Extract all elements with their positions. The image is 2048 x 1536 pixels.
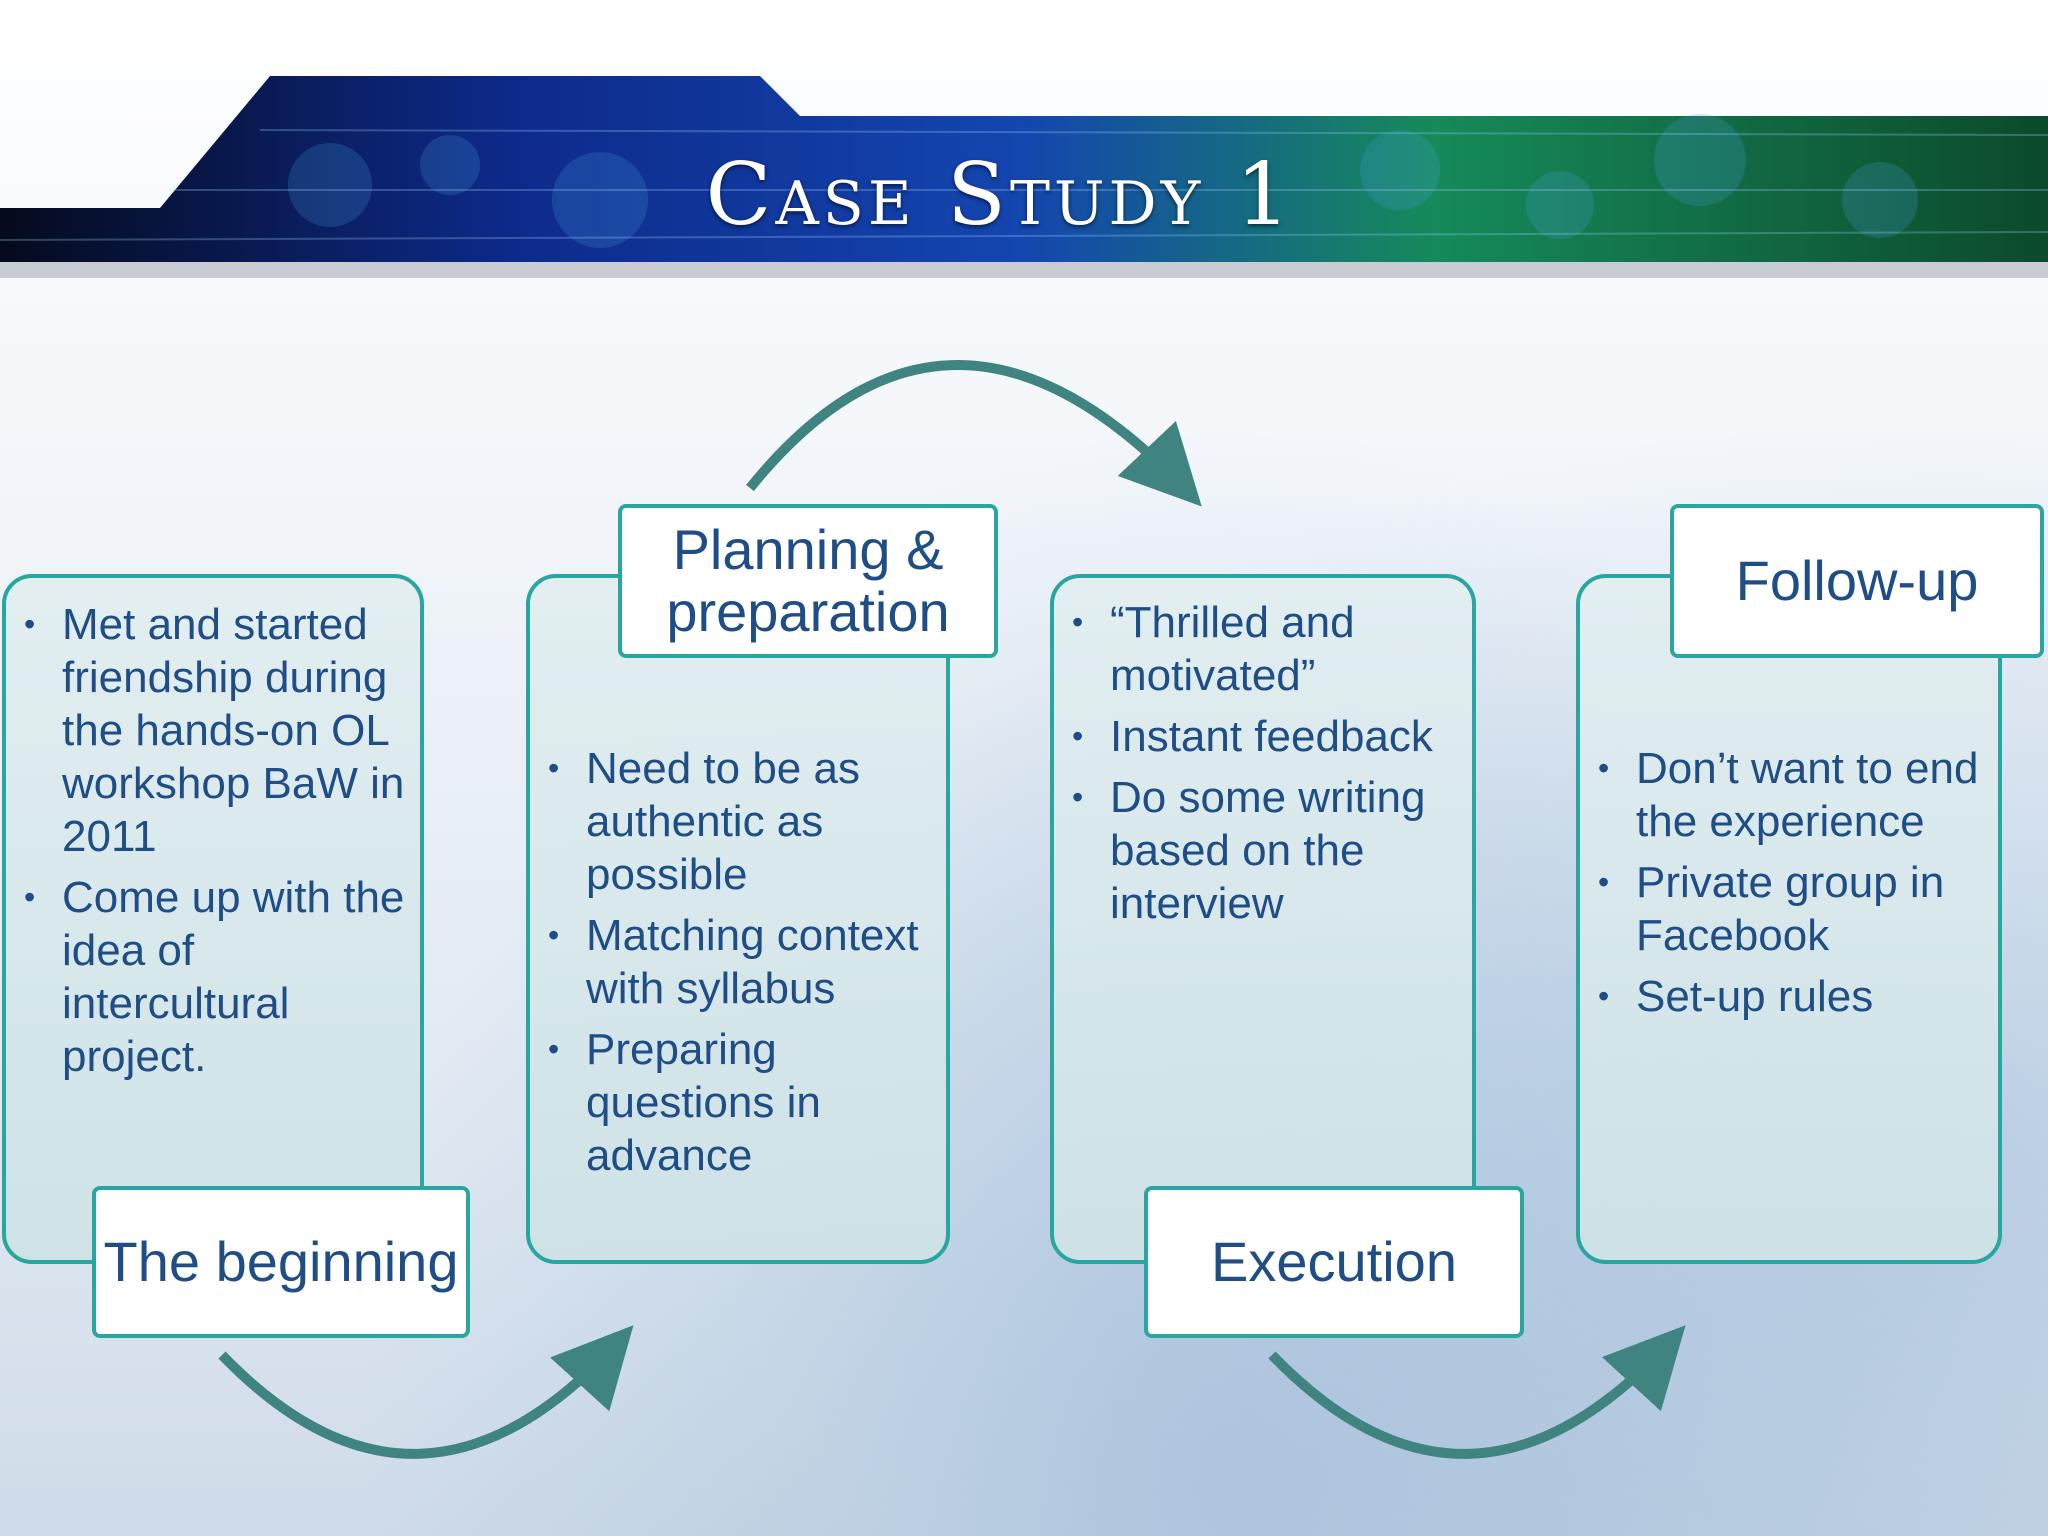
stage-label-execution: Execution [1144, 1186, 1524, 1338]
stage-label-text: Planning & preparation [666, 518, 950, 643]
stage-panel-planning: Need to be as authentic as possible Matc… [526, 574, 950, 1264]
bullet-list: “Thrilled and motivated” Instant feedbac… [1054, 578, 1472, 930]
connector-arrow-2 [746, 360, 1202, 507]
bullet-item: Met and started friendship during the ha… [6, 598, 420, 863]
stage-label-text: Follow-up [1735, 549, 1979, 612]
bullet-item: Don’t want to end the experience [1580, 742, 1998, 848]
bullet-item: Instant feedback [1054, 710, 1472, 763]
stage-label-text: Execution [1211, 1230, 1457, 1293]
stage-label-beginning: The beginning [92, 1186, 470, 1338]
bullet-item: “Thrilled and motivated” [1054, 596, 1472, 702]
bullet-item: Do some writing based on the interview [1054, 771, 1472, 930]
bullet-item: Preparing questions in advance [530, 1023, 946, 1182]
bullet-item: Private group in Facebook [1580, 856, 1998, 962]
stage-panel-beginning: Met and started friendship during the ha… [2, 574, 424, 1264]
stage-panel-follow-up: Don’t want to end the experience Private… [1576, 574, 2002, 1264]
bullet-item: Come up with the idea of intercultural p… [6, 871, 420, 1083]
header-banner [0, 76, 2048, 278]
bullet-list: Met and started friendship during the ha… [6, 578, 420, 1083]
bullet-item: Set-up rules [1580, 970, 1998, 1023]
slide-title: Case Study 1 [705, 145, 1295, 245]
bullet-list: Need to be as authentic as possible Matc… [530, 578, 946, 1182]
bullet-list: Don’t want to end the experience Private… [1580, 578, 1998, 1023]
stage-label-planning: Planning & preparation [618, 504, 998, 658]
stage-panel-execution: “Thrilled and motivated” Instant feedbac… [1050, 574, 1476, 1264]
bullet-item: Matching context with syllabus [530, 909, 946, 1015]
stage-label-follow-up: Follow-up [1670, 504, 2044, 658]
stage-label-text: The beginning [103, 1230, 459, 1293]
bullet-item: Need to be as authentic as possible [530, 742, 946, 901]
connector-arrow-3 [1268, 1325, 1686, 1459]
connector-arrow-1 [218, 1325, 634, 1459]
